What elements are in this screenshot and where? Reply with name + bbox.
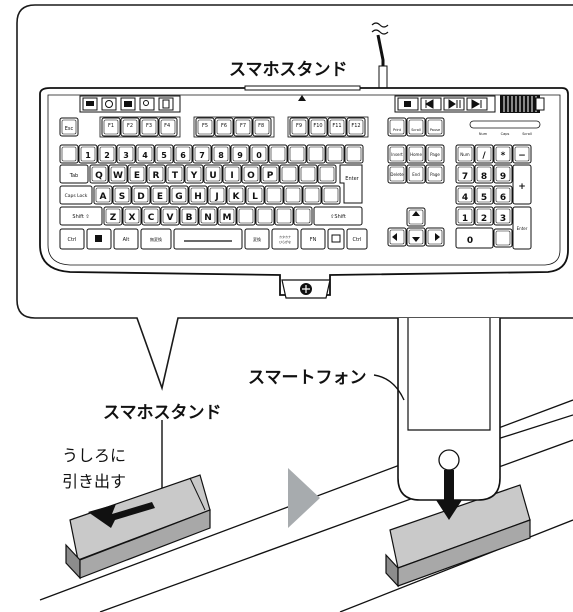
stand-label-top: スマホスタンド (229, 60, 348, 80)
svg-text:FN: FN (310, 237, 317, 243)
instruction-line-1: うしろに (62, 446, 127, 465)
slot-pointer-icon (298, 95, 306, 101)
svg-text:Enter: Enter (345, 176, 359, 182)
svg-text:Shift ⇧: Shift ⇧ (72, 214, 89, 220)
right-stand-scene (339, 318, 573, 612)
svg-text:⇧Shift: ⇧Shift (330, 214, 346, 220)
svg-text:Enter: Enter (517, 226, 528, 231)
svg-text:Alt: Alt (123, 237, 130, 243)
svg-text:Esc: Esc (65, 126, 74, 132)
stand-slot (244, 85, 361, 91)
logo-icon (300, 283, 312, 295)
smartphone-label: スマートフォン (248, 368, 367, 388)
svg-text:カタカナ: カタカナ (279, 234, 291, 239)
svg-text:ひらがな: ひらがな (279, 239, 291, 244)
next-step-arrow (288, 468, 320, 528)
media-buttons-left (79, 95, 181, 113)
svg-text:無変換: 無変換 (150, 236, 162, 242)
keyboard-cable (376, 34, 385, 87)
media-buttons-right (394, 95, 545, 113)
svg-text:Ctrl: Ctrl (68, 237, 77, 243)
svg-text:Caps Lock: Caps Lock (65, 193, 88, 199)
instruction-line-2: 引き出す (62, 472, 127, 491)
svg-text:Tab: Tab (69, 173, 78, 179)
callout-frame (16, 4, 573, 391)
insert-arrow (436, 470, 462, 520)
pull-arrow (88, 502, 155, 528)
svg-text:変換: 変換 (253, 236, 261, 242)
stand-label-bottom: スマホスタンド (103, 403, 222, 423)
home-button-icon (438, 449, 460, 471)
svg-text:Ctrl: Ctrl (353, 237, 362, 243)
svg-text:Num: Num (460, 152, 470, 157)
